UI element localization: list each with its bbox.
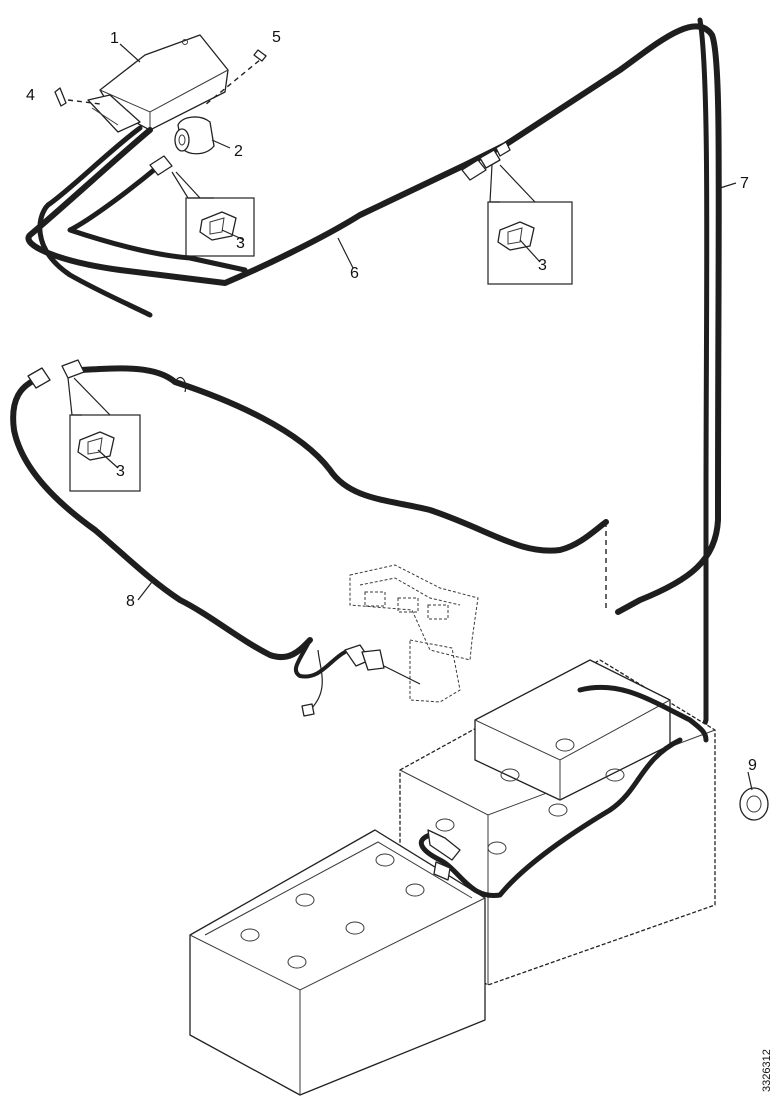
- callout-5: 5: [272, 29, 281, 46]
- drawing-number: 3326312: [761, 1049, 773, 1092]
- callout-6: 6: [350, 265, 359, 282]
- control-unit: [87, 34, 229, 133]
- callout-1: 1: [110, 30, 119, 47]
- callout-7: 7: [740, 175, 749, 192]
- callout-3-upper-left: 3: [236, 235, 245, 252]
- grommet: [739, 787, 769, 821]
- screw-5: [204, 49, 267, 106]
- leader-lines: [97, 43, 753, 791]
- battery-front: [189, 829, 486, 1096]
- callout-9: 9: [748, 757, 757, 774]
- harness-6: [25, 23, 722, 615]
- detail-box-clip-b: [487, 164, 573, 285]
- harness-7: [677, 17, 710, 745]
- callout-2: 2: [234, 143, 243, 160]
- screw-4: [54, 87, 101, 107]
- callout-4: 4: [26, 87, 35, 104]
- battery-cable: [418, 684, 709, 899]
- callout-8: 8: [126, 593, 135, 610]
- detail-box-clip-c: [67, 377, 141, 492]
- harness-8: [10, 359, 609, 717]
- connector: [174, 116, 215, 155]
- mounting-bracket: [349, 564, 479, 703]
- callout-3-left: 3: [116, 463, 125, 480]
- detail-box-clip-a: [171, 171, 255, 257]
- callout-3-upper-right: 3: [538, 257, 547, 274]
